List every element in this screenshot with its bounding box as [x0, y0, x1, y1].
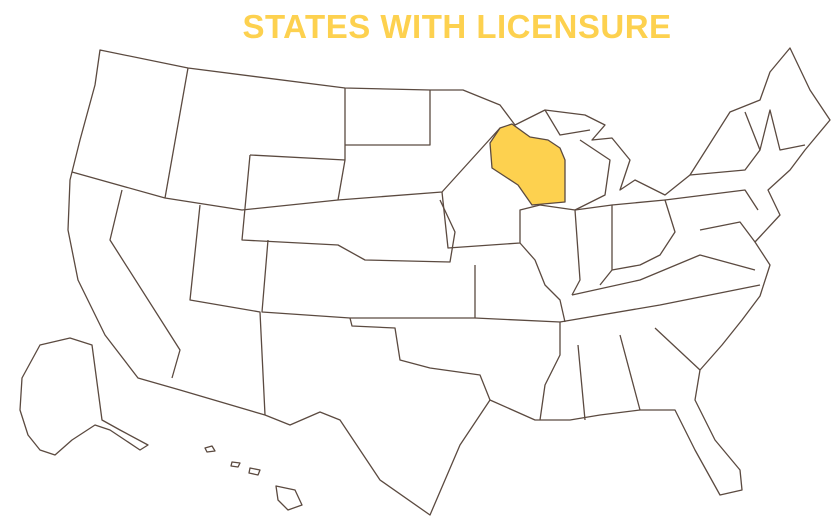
state-hawaii [230, 461, 241, 468]
state-border [574, 139, 611, 211]
state-hawaii [248, 467, 261, 476]
state-border [559, 284, 761, 323]
state-border [654, 327, 701, 371]
state-border [71, 127, 501, 211]
state-border [619, 334, 641, 411]
state-border [664, 189, 759, 211]
state-hawaii [275, 485, 303, 511]
state-border [109, 189, 181, 379]
state-border [349, 317, 491, 401]
state-border [539, 204, 581, 296]
us-outline [67, 47, 831, 516]
state-border [189, 204, 266, 416]
state-border [164, 67, 189, 199]
state-border [474, 317, 561, 421]
state-border [577, 344, 586, 421]
state-wisconsin[interactable] [489, 123, 566, 206]
state-border [544, 109, 591, 136]
state-border [574, 204, 613, 286]
state-alaska [19, 337, 149, 456]
state-border [689, 149, 761, 176]
state-border [611, 199, 676, 271]
state-border [519, 242, 566, 323]
state-border [744, 109, 806, 151]
state-border [241, 154, 456, 263]
state-border [699, 221, 756, 243]
state-border [337, 159, 346, 201]
state-border [571, 254, 756, 296]
state-hawaii [204, 445, 216, 453]
map-title: STATES WITH LICENSURE [242, 8, 672, 45]
state-border [345, 90, 431, 146]
